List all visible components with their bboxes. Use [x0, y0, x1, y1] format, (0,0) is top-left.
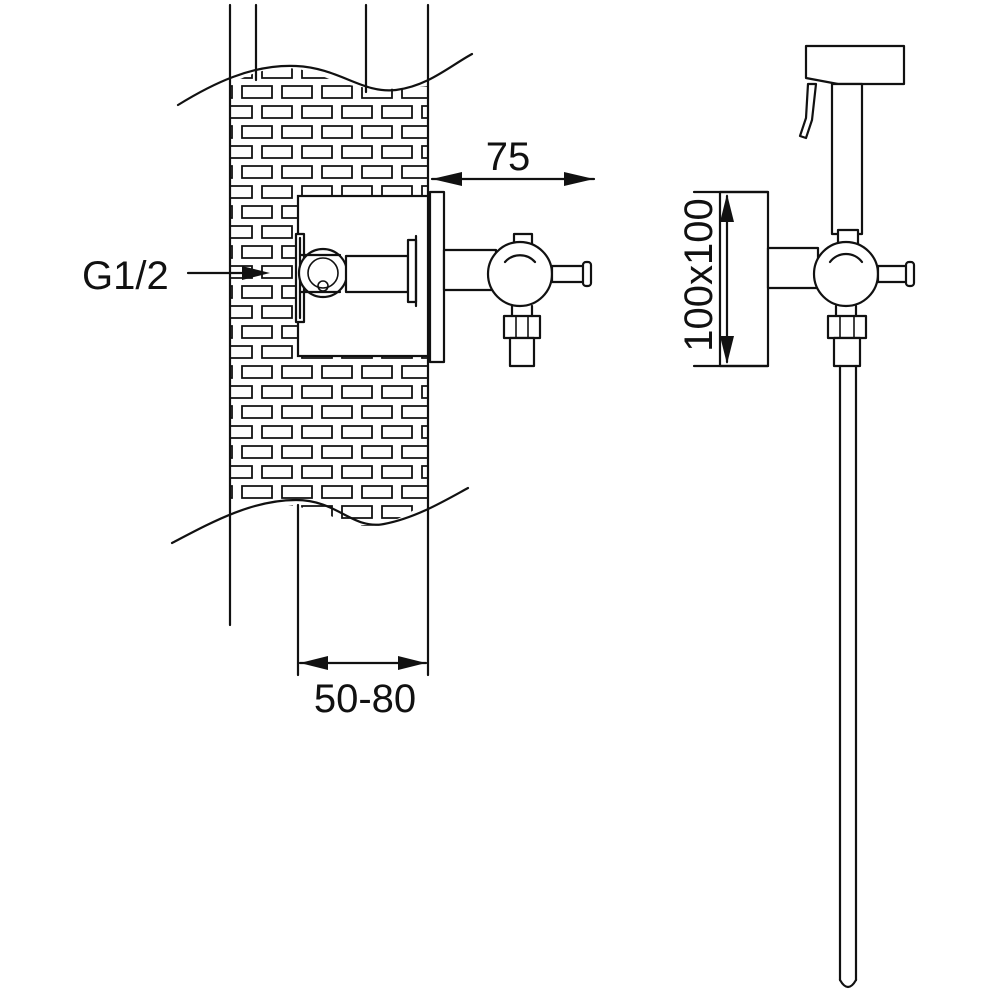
- dimension-label-flange-size: 100x100: [677, 198, 721, 351]
- embedded-valve-body: [294, 232, 418, 324]
- dimension-projection: [430, 172, 596, 186]
- dimension-flange-size: [692, 190, 770, 368]
- dimension-label-wall-depth: 50-80: [314, 677, 416, 721]
- brick-masonry: [230, 67, 428, 526]
- wall-flange: [428, 190, 446, 364]
- dimension-wall-depth: [298, 656, 428, 670]
- dimension-label-projection: 75: [486, 135, 531, 179]
- break-line-top: [176, 52, 474, 107]
- front-valve-body: [766, 228, 916, 368]
- shower-hose: [838, 364, 858, 989]
- front-view: 100x100: [677, 44, 916, 989]
- hand-shower-head: [798, 44, 906, 236]
- thread-leader: [186, 266, 270, 280]
- mixer-valve: [442, 232, 593, 368]
- wall-section: 75 G1/2 50-80: [82, 3, 596, 721]
- thread-label: G1/2: [82, 254, 169, 298]
